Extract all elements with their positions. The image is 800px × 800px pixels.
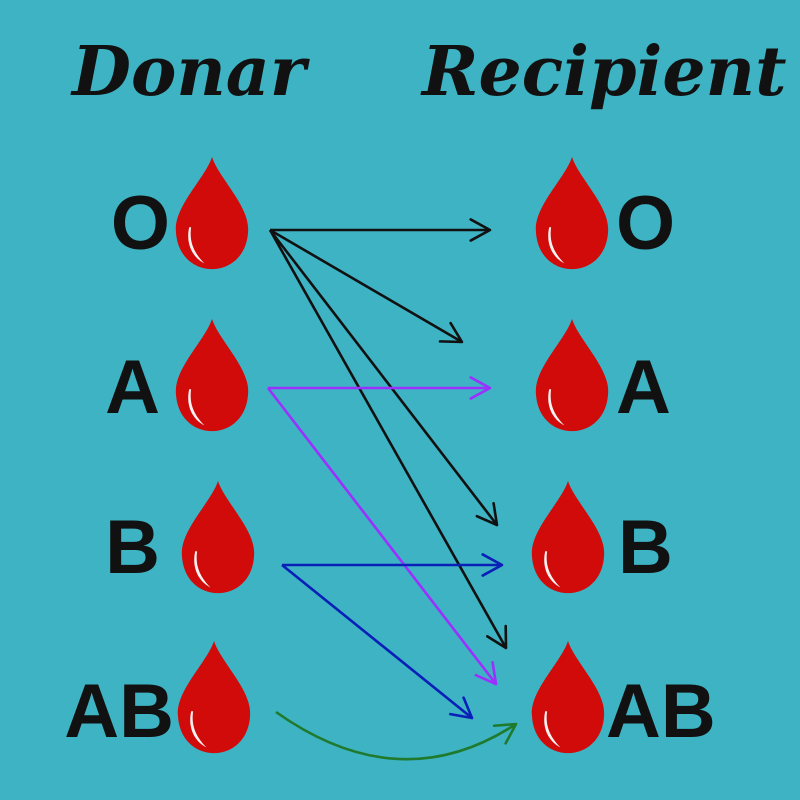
arrow-b-to-ab [281, 563, 473, 720]
arrow-ab-to-ab-head [492, 722, 518, 745]
recipient-a-blood-drop-icon [535, 319, 609, 432]
arrow-ab-to-ab [275, 710, 517, 761]
arrow-o-to-b-head [475, 501, 499, 527]
recipient-heading: Recipient [422, 32, 787, 112]
recipient-ab-blood-drop-icon [531, 641, 605, 754]
recipient-label-o: O [616, 181, 676, 266]
donor-b-blood-drop-icon [181, 481, 255, 594]
donor-label-a: A [105, 345, 160, 430]
arrow-a-to-a-head [469, 376, 492, 400]
recipient-o-blood-drop-icon [535, 157, 609, 270]
recipient-b-blood-drop-icon [531, 481, 605, 594]
donor-label-o: O [110, 181, 170, 266]
recipient-label-b: B [618, 505, 673, 590]
arrow-o-to-ab-head [486, 624, 508, 650]
recipient-label-a: A [616, 345, 671, 430]
arrow-b-to-ab-head [449, 696, 474, 720]
arrow-o-to-a [269, 228, 463, 344]
arrow-o-to-b [268, 229, 499, 526]
recipient-label-ab: AB [606, 669, 716, 754]
donor-label-ab: AB [64, 669, 174, 754]
arrow-a-to-ab [266, 387, 498, 685]
arrow-b-to-b-head [481, 553, 504, 577]
arrow-a-to-ab-head [474, 660, 498, 686]
arrow-o-to-a-head [438, 321, 464, 344]
donor-a-blood-drop-icon [175, 319, 249, 432]
donor-heading: Donar [72, 32, 306, 112]
donor-ab-blood-drop-icon [177, 641, 251, 754]
arrow-o-to-ab [268, 229, 508, 649]
arrow-o-to-o-head [469, 218, 492, 242]
donor-o-blood-drop-icon [175, 157, 249, 270]
donor-label-b: B [105, 505, 160, 590]
